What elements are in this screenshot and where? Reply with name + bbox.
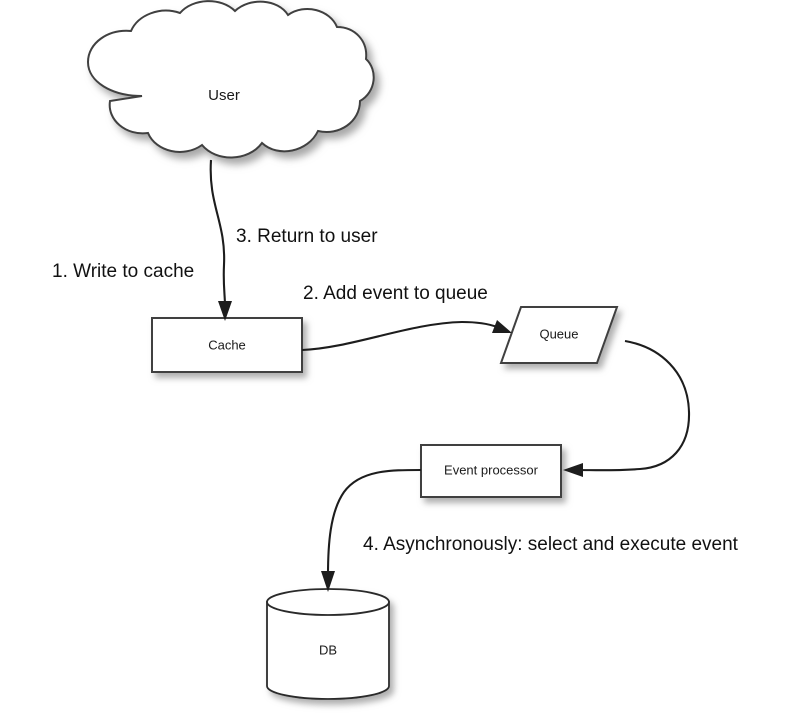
node-cache-label: Cache bbox=[208, 337, 246, 352]
node-user[interactable]: User bbox=[86, 0, 375, 159]
step-label-2: 2. Add event to queue bbox=[303, 283, 488, 304]
node-db[interactable]: DB bbox=[266, 588, 390, 700]
node-db-label: DB bbox=[319, 642, 337, 657]
node-user-label: User bbox=[208, 87, 240, 104]
edge-event-processor-to-db bbox=[321, 468, 422, 592]
step-label-4: 4. Asynchronously: select and execute ev… bbox=[363, 534, 739, 555]
step-label-3: 3. Return to user bbox=[236, 226, 378, 247]
edge-queue-to-event-processor bbox=[563, 339, 691, 477]
step-label-1: 1. Write to cache bbox=[52, 261, 194, 282]
node-queue[interactable]: Queue bbox=[499, 306, 619, 364]
node-queue-label: Queue bbox=[539, 326, 578, 341]
node-event-processor-label: Event processor bbox=[444, 462, 539, 477]
node-cache[interactable]: Cache bbox=[151, 317, 303, 373]
edge-cache-to-queue bbox=[301, 320, 512, 352]
node-event-processor[interactable]: Event processor bbox=[420, 444, 562, 498]
edge-user-to-cache bbox=[209, 159, 232, 321]
